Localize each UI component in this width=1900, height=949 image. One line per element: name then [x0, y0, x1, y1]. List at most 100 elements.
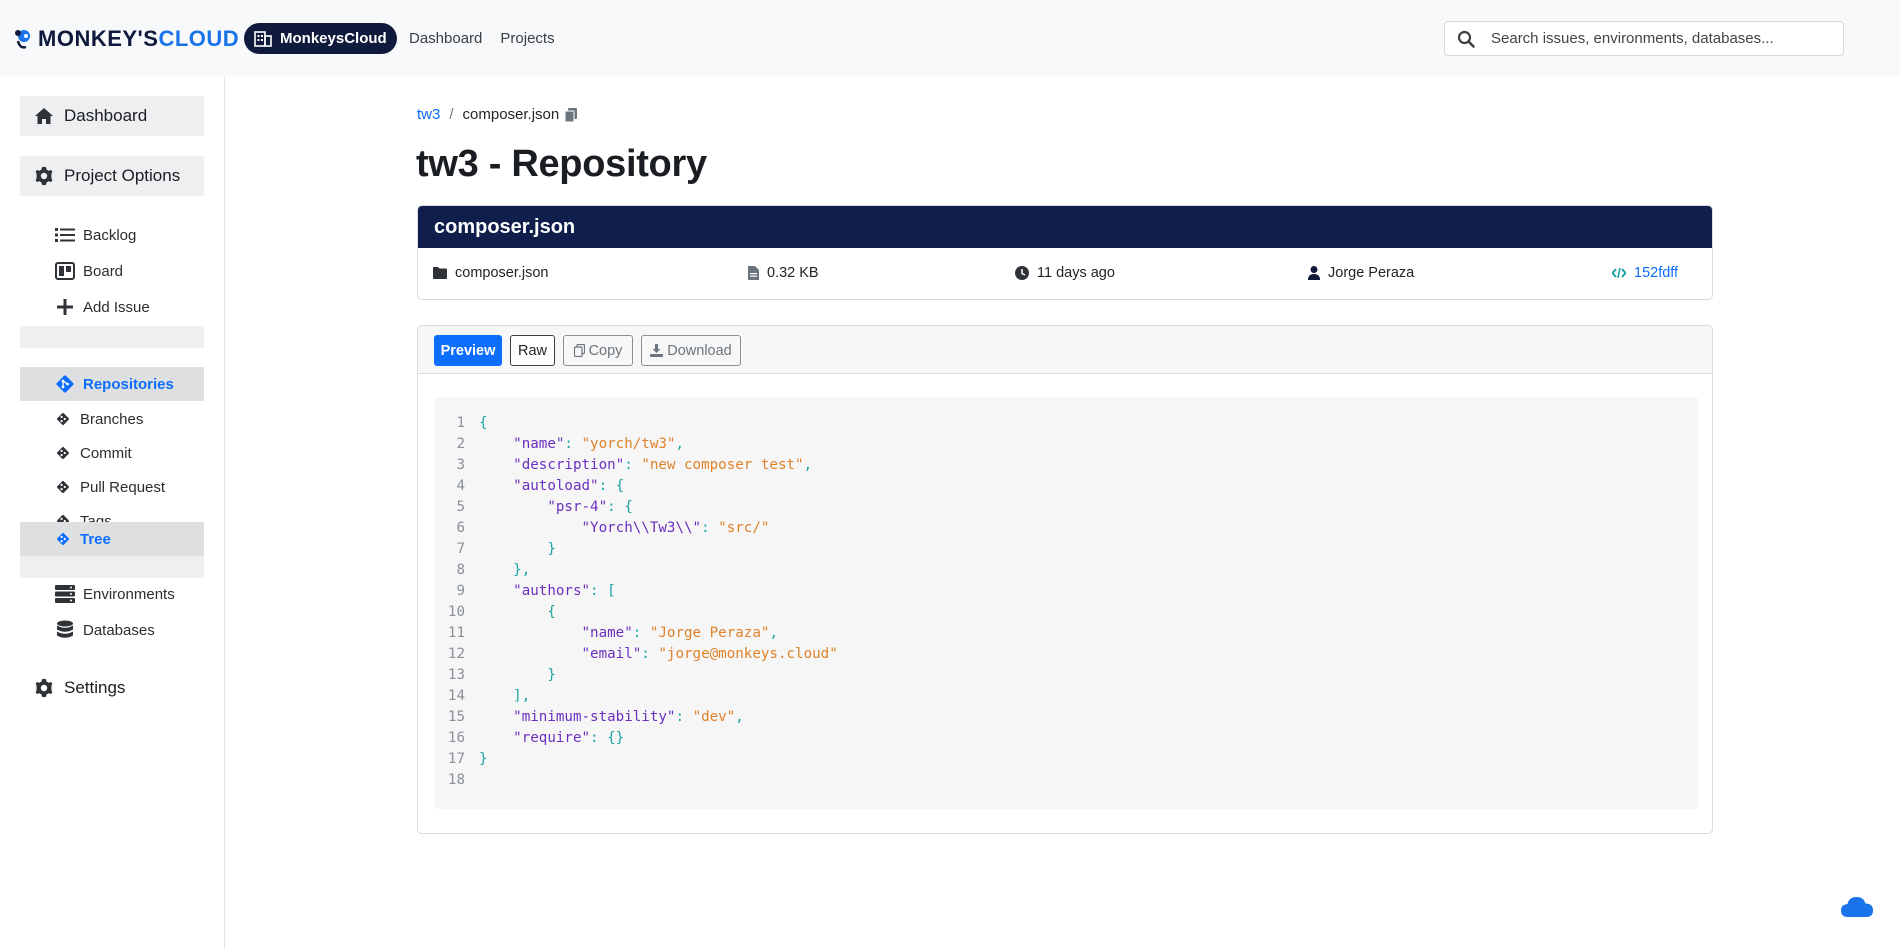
file-modified-text: 11 days ago	[1037, 265, 1115, 281]
code-token	[479, 583, 513, 599]
code-block: 1{2 "name": "yorch/tw3",3 "description":…	[434, 397, 1698, 809]
sidebar-divider	[20, 556, 204, 578]
file-modified: 11 days ago	[1015, 265, 1115, 281]
line-number: 3	[456, 456, 465, 473]
line-number: 7	[456, 540, 465, 557]
code-token	[479, 604, 547, 620]
gear-icon	[35, 678, 53, 698]
sidebar-item-label: Repositories	[83, 375, 174, 393]
code-token: : {	[607, 498, 633, 515]
code-token: :	[641, 645, 659, 662]
brand-logo[interactable]: MONKEY'SCLOUD	[12, 24, 239, 54]
sidebar-dashboard[interactable]: Dashboard	[20, 96, 204, 136]
code-line: 12 "email": "jorge@monkeys.cloud"	[434, 643, 838, 664]
code-token: :	[564, 435, 582, 452]
sidebar-item-environments[interactable]: Environments	[20, 577, 204, 611]
viewer-toolbar: Preview Raw Copy Download	[418, 326, 1712, 374]
cloud-icon[interactable]	[1840, 895, 1874, 919]
code-token: "yorch/tw3"	[581, 435, 676, 452]
code-line: 14 ],	[434, 685, 530, 706]
gear-icon	[35, 166, 53, 186]
copy-button[interactable]: Copy	[563, 335, 633, 366]
sidebar-item-commit[interactable]: Commit	[20, 436, 204, 470]
breadcrumb-separator: /	[449, 106, 454, 123]
code-line: 3 "description": "new composer test",	[434, 454, 812, 475]
sidebar-item-backlog[interactable]: Backlog	[20, 218, 204, 252]
code-token: ,	[803, 456, 813, 473]
line-number: 1	[456, 414, 465, 431]
code-token: }	[479, 750, 488, 767]
file-icon	[748, 266, 759, 280]
code-token: }	[547, 666, 556, 683]
code-token: "jorge@monkeys.cloud"	[658, 645, 838, 662]
code-token: "Yorch\\Tw3\\"	[581, 519, 702, 536]
code-token: "description"	[513, 456, 625, 473]
breadcrumb-repo-link[interactable]: tw3	[417, 106, 441, 123]
line-number: 18	[447, 771, 465, 788]
code-token	[479, 457, 513, 473]
sidebar-item-label: Commit	[80, 444, 132, 462]
line-number: 12	[447, 645, 465, 662]
file-path: composer.json	[433, 265, 549, 281]
sidebar-item-tree[interactable]: Tree	[20, 522, 204, 556]
search-input[interactable]	[1491, 30, 1811, 47]
file-author-text: Jorge Peraza	[1328, 265, 1415, 281]
sidebar-settings-label: Settings	[64, 678, 126, 697]
line-number: 16	[447, 729, 465, 746]
file-commit-link[interactable]: 152fdff	[1612, 265, 1678, 281]
breadcrumb-current-file: composer.json	[462, 106, 560, 123]
monkey-logo-icon	[15, 30, 30, 49]
code-token: ],	[513, 687, 531, 704]
file-size: 0.32 KB	[748, 265, 819, 281]
code-line: 18	[434, 769, 479, 790]
commit-hash-text: 152fdff	[1634, 265, 1679, 281]
sidebar-settings[interactable]: Settings	[20, 670, 125, 706]
preview-button[interactable]: Preview	[434, 335, 502, 366]
top-navbar: MONKEY'SCLOUD MonkeysCloud Dashboard Pro…	[0, 0, 1900, 76]
code-token	[479, 520, 582, 536]
organization-switcher[interactable]: MonkeysCloud	[244, 23, 397, 54]
raw-button[interactable]: Raw	[510, 335, 555, 366]
code-token	[479, 709, 513, 725]
sidebar-item-repositories[interactable]: Repositories	[20, 367, 204, 401]
download-button[interactable]: Download	[641, 335, 741, 366]
git-icon	[56, 375, 74, 393]
code-line: 2 "name": "yorch/tw3",	[434, 433, 684, 454]
sidebar-item-label: Add Issue	[83, 298, 150, 316]
code-token: "psr-4"	[547, 498, 608, 515]
nav-projects-link[interactable]: Projects	[500, 30, 555, 47]
line-number: 9	[456, 582, 465, 599]
code-line: 11 "name": "Jorge Peraza",	[434, 622, 778, 643]
sidebar-project-options[interactable]: Project Options	[20, 156, 204, 196]
code-token: "name"	[513, 435, 565, 452]
sidebar-item-databases[interactable]: Databases	[20, 613, 204, 647]
file-meta-row: composer.json 0.32 KB 11 days ago Jorge …	[418, 248, 1712, 299]
code-token	[479, 730, 513, 746]
breadcrumb: tw3 / composer.json	[417, 106, 578, 123]
file-size-text: 0.32 KB	[767, 265, 819, 281]
copy-path-icon[interactable]	[565, 107, 578, 122]
sidebar-item-branches[interactable]: Branches	[20, 402, 204, 436]
git-icon	[57, 481, 69, 493]
sidebar-item-add-issue[interactable]: Add Issue	[20, 290, 204, 324]
sidebar-item-label: Branches	[80, 410, 144, 428]
line-number: 4	[456, 477, 465, 494]
code-token: }	[547, 540, 556, 557]
user-icon	[1308, 266, 1320, 280]
file-author: Jorge Peraza	[1308, 265, 1414, 281]
code-token: :	[701, 519, 719, 536]
code-line: 4 "autoload": {	[434, 475, 624, 496]
line-number: 2	[456, 435, 465, 452]
list-icon	[55, 228, 75, 242]
file-viewer: Preview Raw Copy Download 1{2 "name": "y…	[417, 325, 1713, 834]
sidebar-item-pull-request[interactable]: Pull Request	[20, 470, 204, 504]
code-line: 17}	[434, 748, 488, 769]
building-icon	[254, 30, 272, 47]
sidebar-item-board[interactable]: Board	[20, 254, 204, 288]
nav-dashboard-link[interactable]: Dashboard	[409, 30, 483, 47]
code-token	[479, 436, 513, 452]
code-token: ,	[769, 624, 778, 641]
server-icon	[55, 585, 75, 603]
code-token: "autoload"	[513, 477, 599, 494]
code-token: },	[513, 561, 531, 578]
